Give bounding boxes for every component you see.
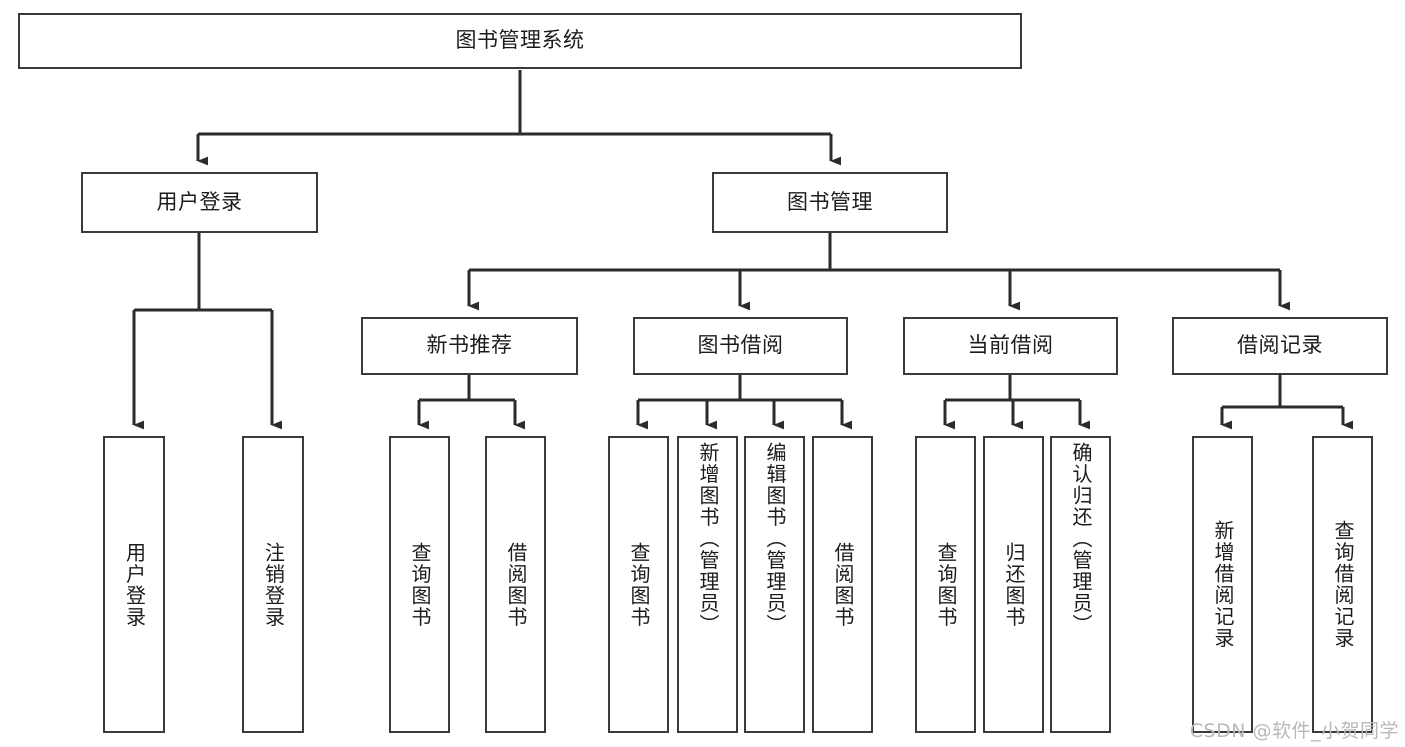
node-current-borrow-label: 当前借阅	[967, 333, 1054, 358]
node-borrow-record[interactable]: 借阅记录	[1172, 317, 1388, 375]
csdn-watermark: CSDN @软件_小贺同学	[1189, 720, 1399, 742]
node-leaf-logout-label: 注销登录	[261, 541, 286, 628]
node-leaf-query-record[interactable]: 查询借阅记录	[1312, 436, 1373, 733]
node-leaf-add-record-label: 新增借阅记录	[1211, 520, 1235, 649]
node-leaf-user-login[interactable]: 用户登录	[103, 436, 165, 733]
node-new-book-recommend[interactable]: 新书推荐	[361, 317, 578, 375]
node-user-login[interactable]: 用户登录	[81, 172, 318, 233]
node-leaf-confirm-return-label: 确认归还（管理员）	[1069, 442, 1093, 636]
node-leaf-logout[interactable]: 注销登录	[242, 436, 304, 733]
node-leaf-borrow-book-1-label: 借阅图书	[504, 541, 528, 628]
node-current-borrow[interactable]: 当前借阅	[903, 317, 1118, 375]
node-leaf-query-book-3[interactable]: 查询图书	[915, 436, 976, 733]
node-leaf-user-login-label: 用户登录	[122, 541, 147, 628]
node-leaf-add-record[interactable]: 新增借阅记录	[1192, 436, 1253, 733]
node-book-manage[interactable]: 图书管理	[712, 172, 948, 233]
node-book-borrow-label: 图书借阅	[697, 333, 784, 358]
node-leaf-return-book-label: 归还图书	[1002, 541, 1026, 628]
node-leaf-edit-book-label: 编辑图书（管理员）	[763, 442, 787, 636]
node-root[interactable]: 图书管理系统	[18, 13, 1022, 69]
node-borrow-record-label: 借阅记录	[1237, 333, 1323, 358]
node-new-book-recommend-label: 新书推荐	[426, 333, 513, 358]
node-leaf-borrow-book-1[interactable]: 借阅图书	[485, 436, 546, 733]
node-leaf-add-book-label: 新增图书（管理员）	[696, 442, 720, 636]
node-leaf-query-book-1[interactable]: 查询图书	[389, 436, 450, 733]
node-leaf-query-book-3-label: 查询图书	[934, 541, 958, 628]
node-leaf-query-book-1-label: 查询图书	[408, 541, 432, 628]
node-leaf-return-book[interactable]: 归还图书	[983, 436, 1044, 733]
node-leaf-confirm-return[interactable]: 确认归还（管理员）	[1050, 436, 1111, 733]
node-user-login-label: 用户登录	[156, 189, 243, 214]
node-leaf-borrow-book-2[interactable]: 借阅图书	[812, 436, 873, 733]
node-leaf-borrow-book-2-label: 借阅图书	[831, 541, 855, 628]
node-leaf-query-book-2[interactable]: 查询图书	[608, 436, 669, 733]
node-root-label: 图书管理系统	[455, 28, 585, 53]
node-leaf-edit-book[interactable]: 编辑图书（管理员）	[744, 436, 805, 733]
node-leaf-query-book-2-label: 查询图书	[627, 541, 651, 628]
node-book-manage-label: 图书管理	[787, 189, 873, 214]
node-book-borrow[interactable]: 图书借阅	[633, 317, 848, 375]
node-leaf-add-book[interactable]: 新增图书（管理员）	[677, 436, 738, 733]
node-leaf-query-record-label: 查询借阅记录	[1331, 520, 1355, 649]
